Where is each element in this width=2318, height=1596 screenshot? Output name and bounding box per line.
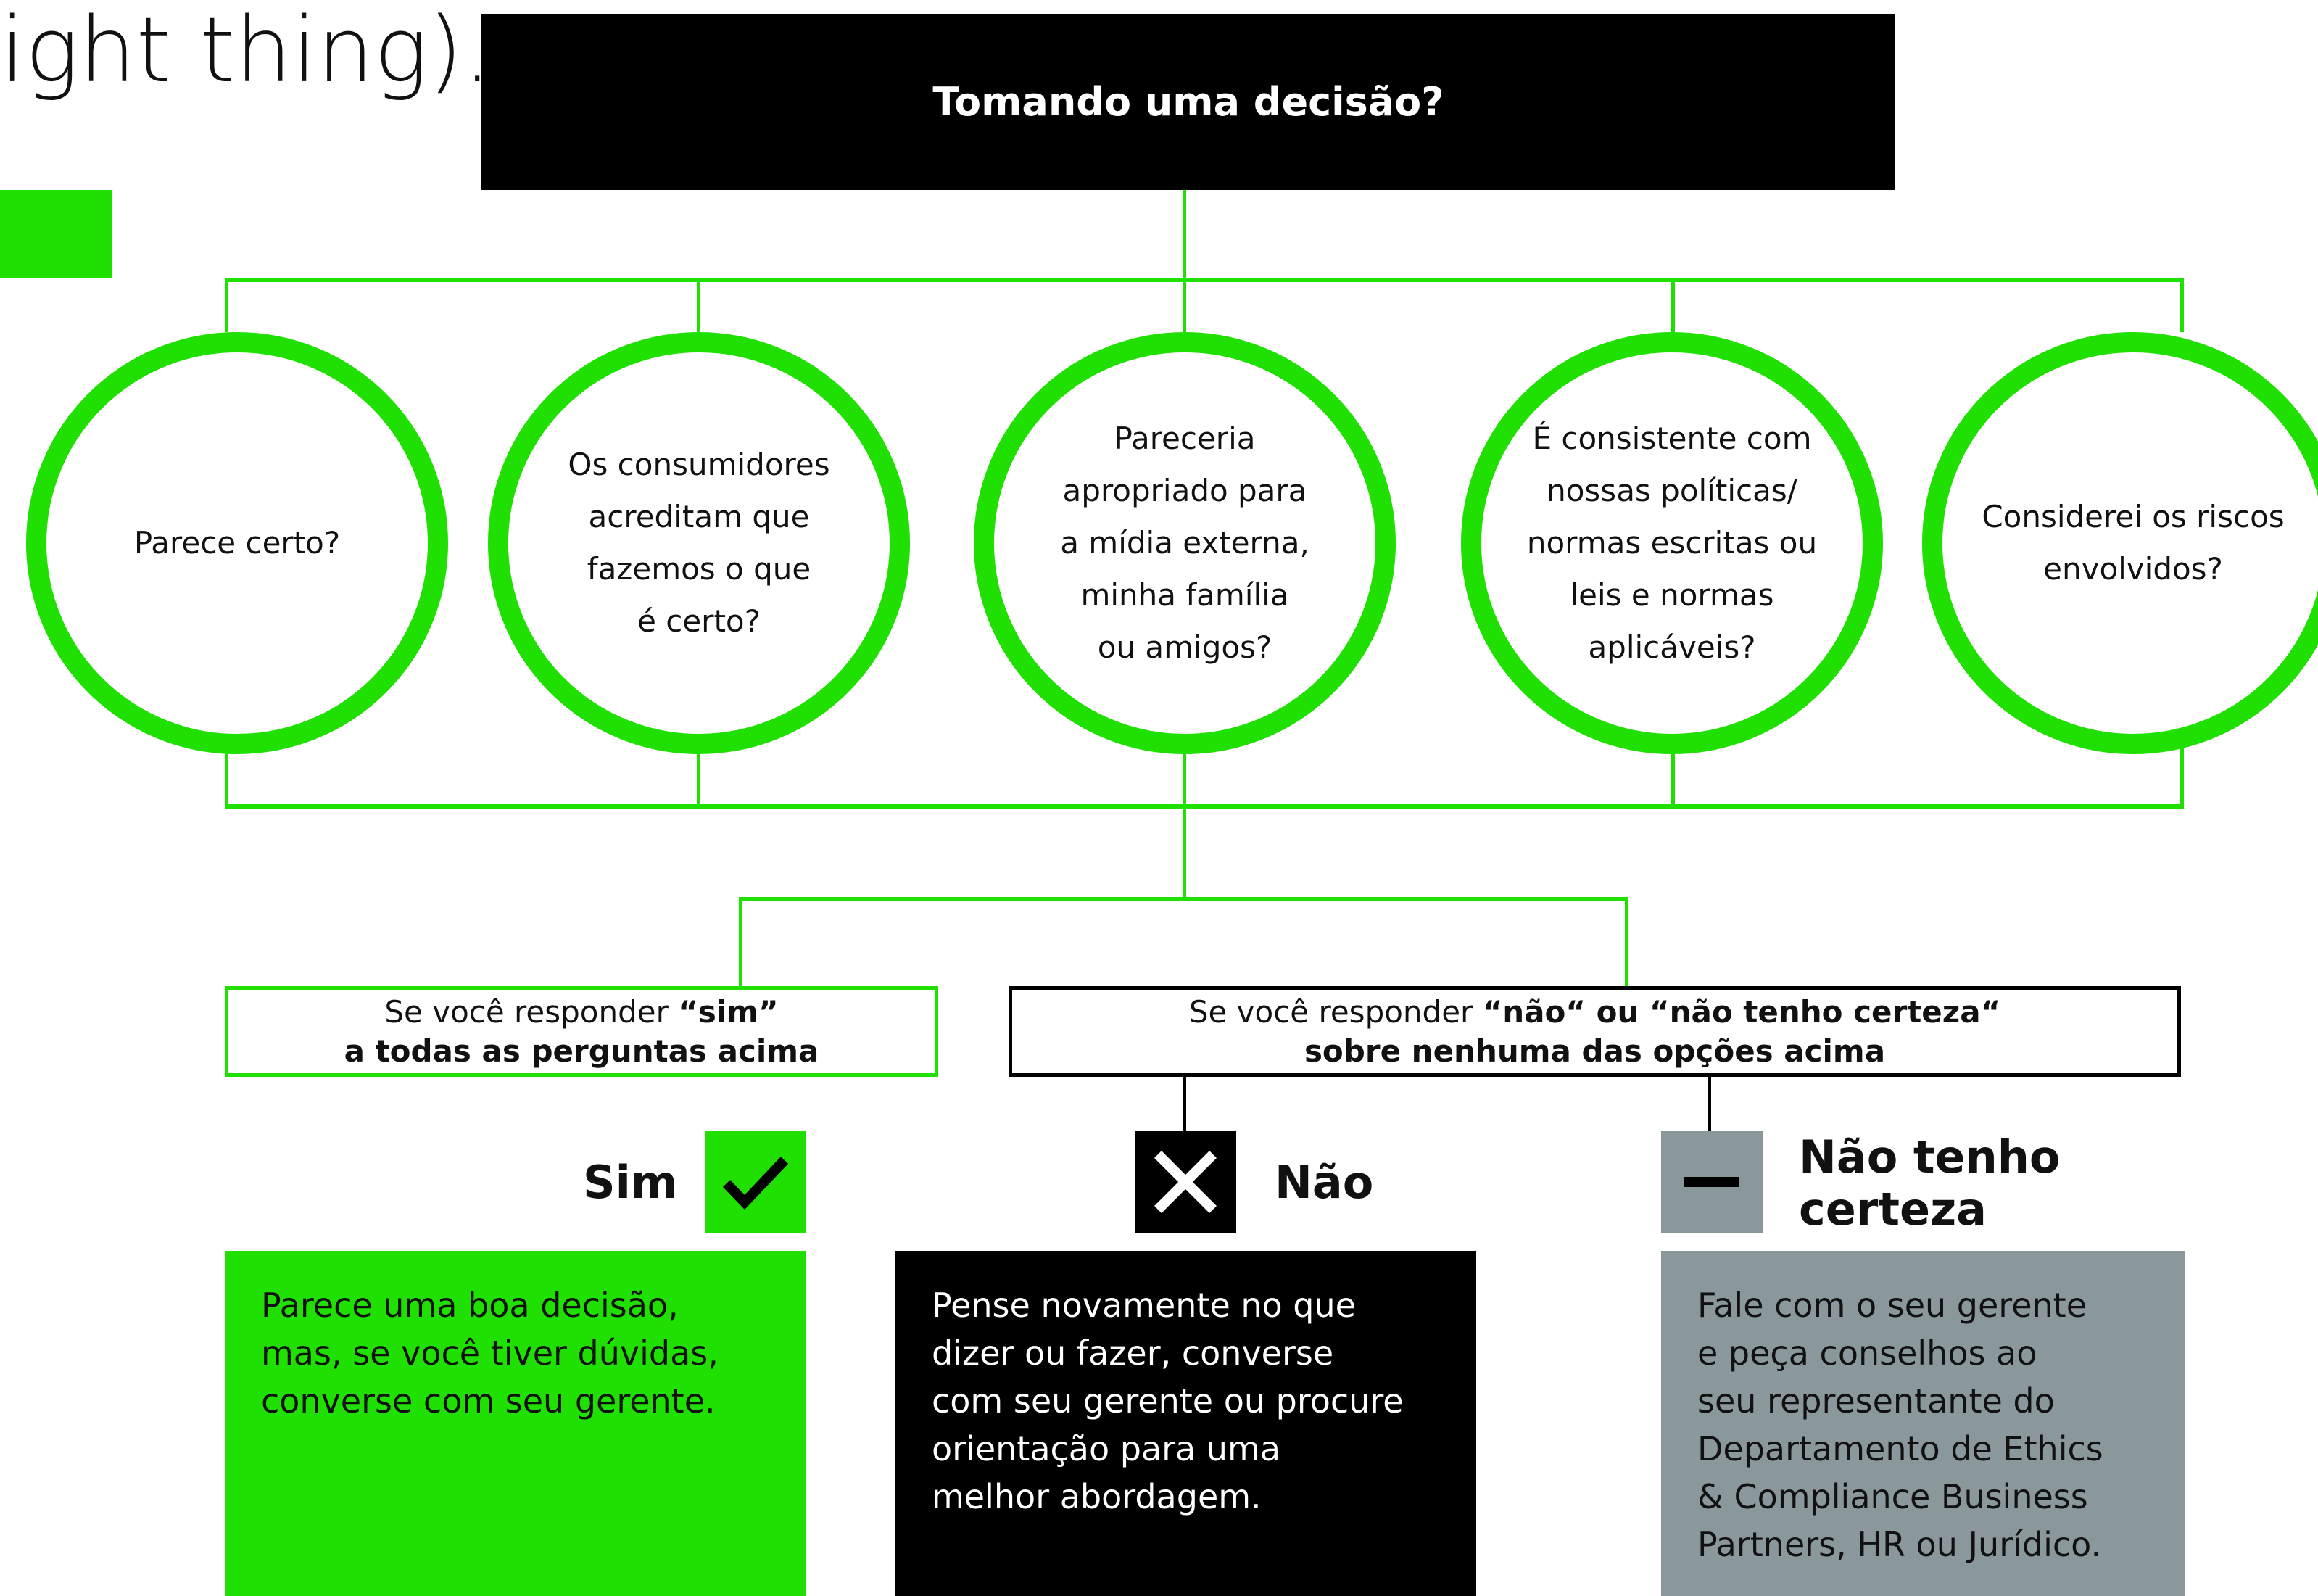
answer-no-line2: sobre nenhuma das opções acima	[1304, 1033, 1886, 1069]
connector-drop-4	[1671, 278, 1675, 332]
close-icon	[1135, 1131, 1236, 1233]
connector-rise-3	[1183, 747, 1186, 809]
minus-icon	[1661, 1131, 1763, 1233]
connector-no-down	[1183, 1073, 1186, 1131]
connector-bottom-horizontal	[225, 804, 2184, 809]
question-circle-2: Os consumidores acreditam que fazemos o …	[488, 332, 910, 754]
connector-split-left	[739, 897, 742, 988]
diagram-title: Tomando uma decisão?	[932, 79, 1444, 125]
connector-split-horizontal	[739, 897, 1628, 901]
connector-rise-1	[225, 747, 228, 809]
answer-yes-prefix: Se você responder	[384, 993, 679, 1030]
option-unsure-label: Não tenho certeza	[1799, 1131, 2060, 1236]
connector-center-down	[1183, 804, 1186, 898]
question-5-text: Considerei os riscos envolvidos?	[1982, 499, 2285, 587]
question-circle-1: Parece certo?	[26, 332, 448, 754]
connector-drop-2	[697, 278, 700, 332]
result-yes-panel: Parece uma boa decisão, mas, se você tiv…	[225, 1251, 806, 1596]
answer-no-quote: “não“ ou “não tenho certeza“	[1482, 993, 2001, 1030]
question-circle-3: Pareceria apropriado para a mídia extern…	[974, 332, 1396, 754]
title-box: Tomando uma decisão?	[481, 14, 1895, 190]
answer-yes-quote: “sim”	[678, 993, 779, 1030]
question-4-text: É consistente com nossas políticas/ norm…	[1526, 421, 1818, 665]
option-no-label: Não	[1275, 1156, 1374, 1209]
connector-drop-1	[225, 278, 228, 332]
answer-yes-line2: a todas as perguntas acima	[344, 1033, 819, 1069]
connector-title-down	[1183, 190, 1186, 280]
option-unsure-label-line1: Não tenho	[1799, 1130, 2061, 1183]
answer-no-prefix: Se você responder	[1188, 993, 1483, 1030]
connector-unsure-down	[1708, 1073, 1711, 1131]
connector-rise-2	[697, 747, 700, 809]
connector-top-horizontal	[225, 278, 2184, 282]
question-circle-5: Considerei os riscos envolvidos?	[1922, 332, 2318, 754]
connector-drop-5	[2180, 278, 2184, 332]
option-unsure-label-line2: certeza	[1799, 1183, 1987, 1236]
question-3-text: Pareceria apropriado para a mídia extern…	[1060, 421, 1309, 665]
connector-rise-5	[2180, 747, 2184, 809]
answer-no-line1: Se você responder “não“ ou “não tenho ce…	[1189, 993, 2000, 1032]
answer-no-box: Se você responder “não“ ou “não tenho ce…	[1009, 986, 2181, 1077]
connector-drop-3	[1183, 278, 1186, 332]
connector-rise-4	[1671, 747, 1675, 809]
connector-split-right	[1625, 897, 1628, 988]
checkmark-icon	[705, 1131, 806, 1233]
result-unsure-panel: Fale com o seu gerente e peça conselhos …	[1661, 1251, 2185, 1596]
page-heading: ight thing).	[0, 0, 492, 103]
option-yes-label: Sim	[583, 1156, 678, 1209]
answer-yes-box: Se você responder “sim” a todas as pergu…	[225, 986, 938, 1077]
question-1-text: Parece certo?	[133, 525, 341, 561]
question-2-text: Os consumidores acreditam que fazemos o …	[568, 447, 830, 639]
answer-yes-line1: Se você responder “sim”	[384, 993, 778, 1032]
green-accent-block	[0, 190, 112, 278]
question-circle-4: É consistente com nossas políticas/ norm…	[1461, 332, 1883, 754]
result-no-panel: Pense novamente no que dizer ou fazer, c…	[895, 1251, 1476, 1596]
